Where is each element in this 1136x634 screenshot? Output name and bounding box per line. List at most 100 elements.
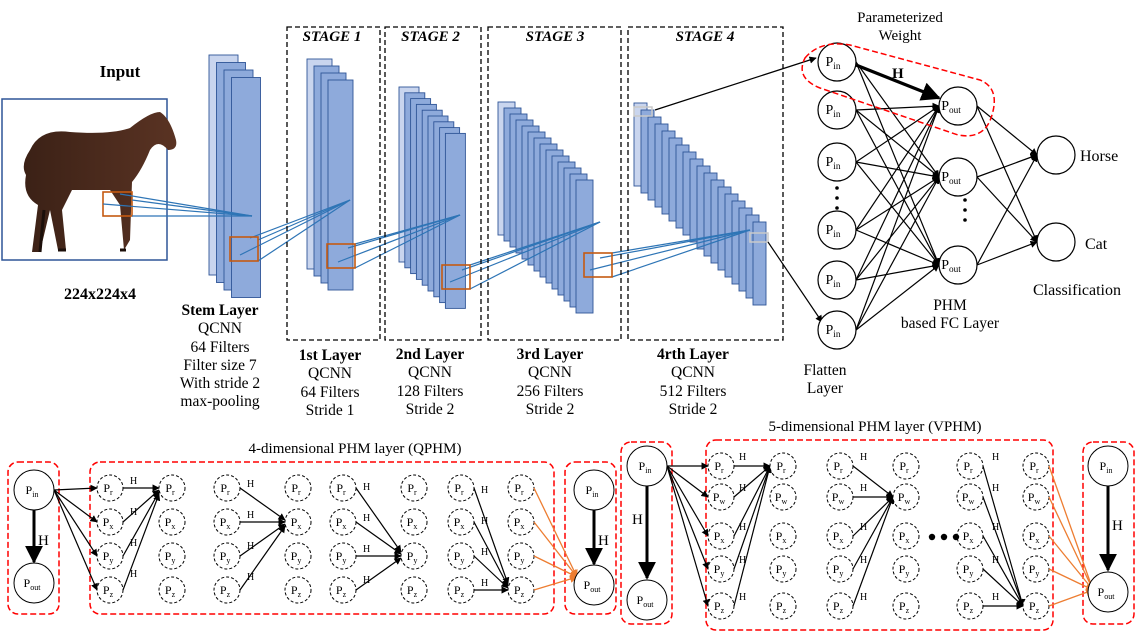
phm-node-label: Pr <box>407 481 417 497</box>
phm-node-sub: r <box>1036 466 1039 475</box>
phm-node-sub: y <box>413 556 417 565</box>
phm-node-label: Py <box>1029 562 1040 578</box>
phm-node-circle <box>769 522 797 550</box>
fc-input-node: Pin <box>817 142 857 182</box>
phm-node: Pw <box>1022 483 1050 511</box>
phm-node: Px <box>707 522 735 550</box>
fc-connection <box>855 105 941 331</box>
phm-node-label: Pr <box>336 481 346 497</box>
phm-node-label: Px <box>963 529 974 545</box>
ellipsis-dot <box>963 208 967 212</box>
fc-input-node: Pin <box>817 210 857 250</box>
class-connection <box>976 154 1038 266</box>
fc-connection <box>855 102 940 111</box>
phm-node: Px <box>1022 522 1050 550</box>
phm-node: Py <box>769 555 797 583</box>
neuron-sub: in <box>833 229 841 239</box>
phm-node-label: Pz <box>220 583 231 599</box>
H-label: H <box>481 547 488 558</box>
phm-node: Pr <box>447 474 475 502</box>
H-label: H <box>992 522 999 533</box>
phm-node: Px <box>400 508 428 536</box>
phm-node: Py <box>158 542 186 570</box>
phm-node-label: Pz <box>165 583 176 599</box>
phm-node-label: Py <box>407 549 418 565</box>
qphm-in-box <box>7 461 60 615</box>
phm-node-sub: x <box>520 522 524 531</box>
qphm-edge <box>239 525 286 591</box>
phm-node: Py <box>707 555 735 583</box>
phm-node-label: Pz <box>776 599 787 615</box>
qphm-output-arrow <box>533 555 578 578</box>
phm-node-circle <box>284 576 312 604</box>
pw-line: Weight <box>878 27 922 44</box>
H-label: H <box>860 555 867 566</box>
H-label: H <box>992 452 999 463</box>
phm-node: Pw <box>892 483 920 511</box>
fc-input-node: Pin <box>817 42 857 82</box>
phm-node-label: Px <box>165 515 176 531</box>
phm-node-sub: x <box>905 536 909 545</box>
phm-node-sub: y <box>226 556 230 565</box>
layer2-title: 2nd Layer <box>395 346 465 363</box>
phm-node-label: Pz <box>714 599 725 615</box>
layer3-title: 3rd Layer <box>516 346 584 363</box>
H-label: H <box>247 479 254 490</box>
vphm-input-arrow <box>666 465 709 537</box>
vphm-edge <box>733 465 772 570</box>
neuron-sub: in <box>833 109 841 119</box>
qphm-edge <box>122 489 160 523</box>
H-label: H <box>363 575 370 586</box>
phm-node-sub: x <box>460 522 464 531</box>
H-label: H <box>739 522 746 533</box>
phm-node-circle <box>284 542 312 570</box>
phm-node-sub: z <box>906 606 910 615</box>
vphm-input-arrow <box>666 465 709 570</box>
vphm-output-arrow <box>1048 588 1094 607</box>
projection-line <box>599 229 751 259</box>
projection-line <box>131 199 253 217</box>
phm-node-sub: w <box>781 497 787 506</box>
layer2-line: QCNN <box>408 364 452 382</box>
projection-line <box>337 214 461 263</box>
phm-node-circle <box>892 483 920 511</box>
phm-node-circle <box>158 508 186 536</box>
receptive-field-box <box>229 236 259 262</box>
phm-node-label: Pr <box>220 481 230 497</box>
neuron-circle <box>817 210 857 250</box>
qphm-edge <box>473 487 510 585</box>
phm-node-sub: r <box>414 488 417 497</box>
layer1-title: 1st Layer <box>298 347 362 364</box>
H-label: H <box>481 516 488 527</box>
phm-node: Pr <box>284 474 312 502</box>
phm-node: Px <box>158 508 186 536</box>
flatten-arrow <box>654 56 817 111</box>
ellipsis-dot <box>835 206 839 210</box>
phm-node: Pz <box>892 592 920 620</box>
qphm-edge <box>239 487 286 521</box>
phm-node-label: Py <box>291 549 302 565</box>
H-label: H <box>992 483 999 494</box>
phm-node: Py <box>213 542 241 570</box>
phm-node-label: Pr <box>833 459 843 475</box>
phm-node-sub: y <box>839 569 843 578</box>
phm-node: Pz <box>447 576 475 604</box>
phm-node: Pr <box>329 474 357 502</box>
phm-node-sub: y <box>109 556 113 565</box>
layer4-title: 4rth Layer <box>657 346 729 363</box>
phm-node-label: Px <box>833 529 844 545</box>
stem-line: With stride 2 <box>179 375 261 393</box>
neuron-sub: in <box>833 61 841 71</box>
neuron-sub: out <box>949 105 961 115</box>
phm-node: Px <box>956 522 984 550</box>
phm-node: Pw <box>707 483 735 511</box>
phm-node: Px <box>96 508 124 536</box>
vphm-input-arrow <box>666 465 710 607</box>
qphm-edge <box>355 487 402 553</box>
phm-node: Pin <box>626 445 668 487</box>
vphm-edge <box>852 465 894 498</box>
H-label: H <box>130 538 137 549</box>
qphm-out-H-label: H <box>598 533 609 549</box>
neuron-circle <box>817 260 857 300</box>
stage-4-title: STAGE 4 <box>675 29 735 45</box>
